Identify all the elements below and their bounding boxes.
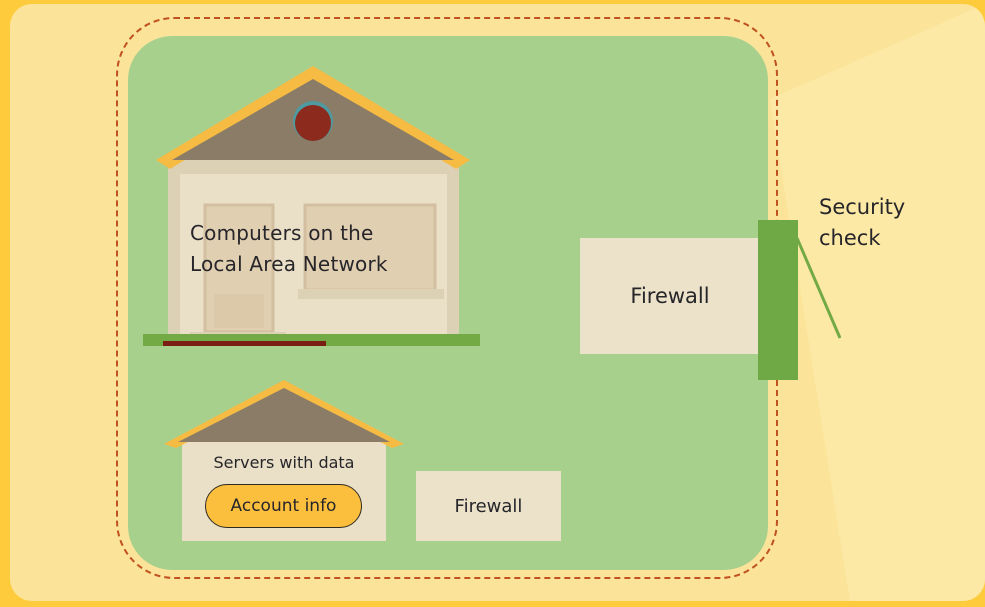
security-check-label: Security check <box>819 192 959 254</box>
security-label-line-2: check <box>819 226 881 250</box>
lan-house-attic-window-inner <box>295 105 331 141</box>
account-info-badge: Account info <box>205 484 362 528</box>
lan-house-window-sill <box>298 289 444 299</box>
lan-house-building <box>143 66 480 346</box>
security-check-pointer-line <box>795 237 842 339</box>
main-firewall-box: Firewall <box>580 238 760 354</box>
server-house-roof <box>178 388 390 442</box>
lan-house-door-panel <box>214 294 264 328</box>
lan-label-line-2: Local Area Network <box>190 252 388 276</box>
server-house-label: Servers with data <box>213 453 355 472</box>
inner-firewall-box: Firewall <box>416 471 561 541</box>
security-check-gate <box>758 220 798 380</box>
lan-house-path <box>163 341 326 346</box>
card-light-panel <box>770 4 985 601</box>
lan-label-line-1: Computers on the <box>190 221 374 245</box>
lan-house-label: Computers on the Local Area Network <box>190 218 430 280</box>
security-label-line-1: Security <box>819 195 906 219</box>
